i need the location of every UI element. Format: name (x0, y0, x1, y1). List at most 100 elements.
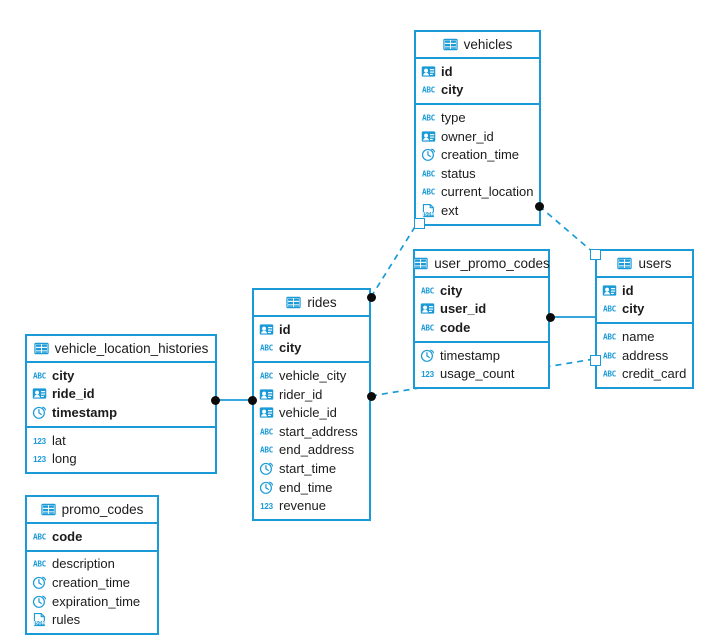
field-name: city (441, 82, 464, 98)
svg-text:123: 123 (33, 436, 47, 445)
table-field[interactable]: vehicle_id (254, 403, 369, 422)
table-field[interactable]: ABC name (597, 327, 692, 346)
primary-key-field[interactable]: id (416, 62, 539, 81)
table-header[interactable]: user_promo_codes (413, 251, 550, 278)
table-field[interactable]: creation_time (27, 573, 157, 592)
table-field[interactable]: ABC status (416, 164, 539, 183)
field-name: rider_id (279, 386, 323, 402)
field-name: creation_time (441, 147, 520, 163)
table-field[interactable]: expiration_time (27, 592, 157, 611)
field-name: start_address (279, 423, 358, 439)
relationship-line-rides-to-vehicles[interactable] (370, 221, 419, 298)
field-name: end_address (279, 442, 355, 458)
primary-key-field[interactable]: ABC city (416, 81, 539, 100)
table-header[interactable]: vehicles (416, 32, 539, 59)
abc-icon: ABC (422, 114, 436, 123)
table-name: promo_codes (61, 502, 144, 517)
primary-key-field[interactable]: timestamp (27, 403, 215, 422)
svg-text:ABC: ABC (603, 333, 617, 342)
table-icon (286, 296, 302, 309)
table-name: vehicles (463, 37, 513, 52)
primary-key-field[interactable]: id (254, 320, 369, 339)
field-name: creation_time (52, 574, 131, 590)
table-field[interactable]: end_time (254, 478, 369, 497)
field-name: revenue (279, 498, 326, 514)
primary-key-field[interactable]: user_id (415, 300, 548, 319)
cardinality-dot-vehicles-to-users-from (534, 201, 544, 211)
123-icon: 123 (260, 502, 274, 511)
table-field[interactable]: timestamp (415, 346, 548, 365)
table-field[interactable]: rider_id (254, 385, 369, 404)
field-name: credit_card (622, 366, 687, 382)
table-header[interactable]: rides (254, 290, 369, 317)
id-card-icon (421, 66, 436, 77)
svg-text:ABC: ABC (422, 114, 436, 123)
clock-icon (420, 349, 435, 362)
field-name: id (622, 282, 634, 298)
id-card-icon (259, 407, 274, 418)
table-icon (413, 257, 428, 270)
svg-text:123: 123 (421, 370, 435, 379)
primary-key-field[interactable]: ride_id (27, 385, 215, 404)
field-name: long (52, 451, 77, 467)
table-header[interactable]: vehicle_location_histories (27, 336, 215, 363)
table-field[interactable]: owner_id (416, 127, 539, 146)
field-name: status (441, 165, 476, 181)
svg-text:ABC: ABC (260, 372, 274, 381)
table-icon (617, 257, 633, 270)
table-field[interactable]: start_time (254, 459, 369, 478)
primary-key-field[interactable]: ABC code (415, 318, 548, 337)
table-header[interactable]: promo_codes (27, 497, 157, 524)
abc-icon: ABC (422, 169, 436, 178)
abc-icon: ABC (33, 532, 47, 541)
field-name: current_location (441, 184, 534, 200)
svg-text:ABC: ABC (260, 446, 274, 455)
relationship-line-vehicles-to-users[interactable] (538, 205, 595, 254)
json-icon: JSON (422, 203, 434, 218)
field-name: name (622, 328, 655, 344)
abc-icon: ABC (260, 446, 274, 455)
clock-icon (32, 576, 47, 589)
table-field[interactable]: ABC end_address (254, 441, 369, 460)
primary-key-field[interactable]: id (597, 281, 692, 300)
abc-icon: ABC (603, 305, 617, 314)
table-header[interactable]: users (597, 251, 692, 278)
field-name: code (440, 319, 471, 335)
field-name: vehicle_id (279, 405, 337, 421)
table-field[interactable]: creation_time (416, 145, 539, 164)
field-name: id (441, 63, 453, 79)
abc-icon: ABC (422, 86, 436, 95)
field-name: timestamp (440, 347, 500, 363)
abc-icon: ABC (421, 324, 435, 333)
table-field[interactable]: 123 revenue (254, 496, 369, 515)
